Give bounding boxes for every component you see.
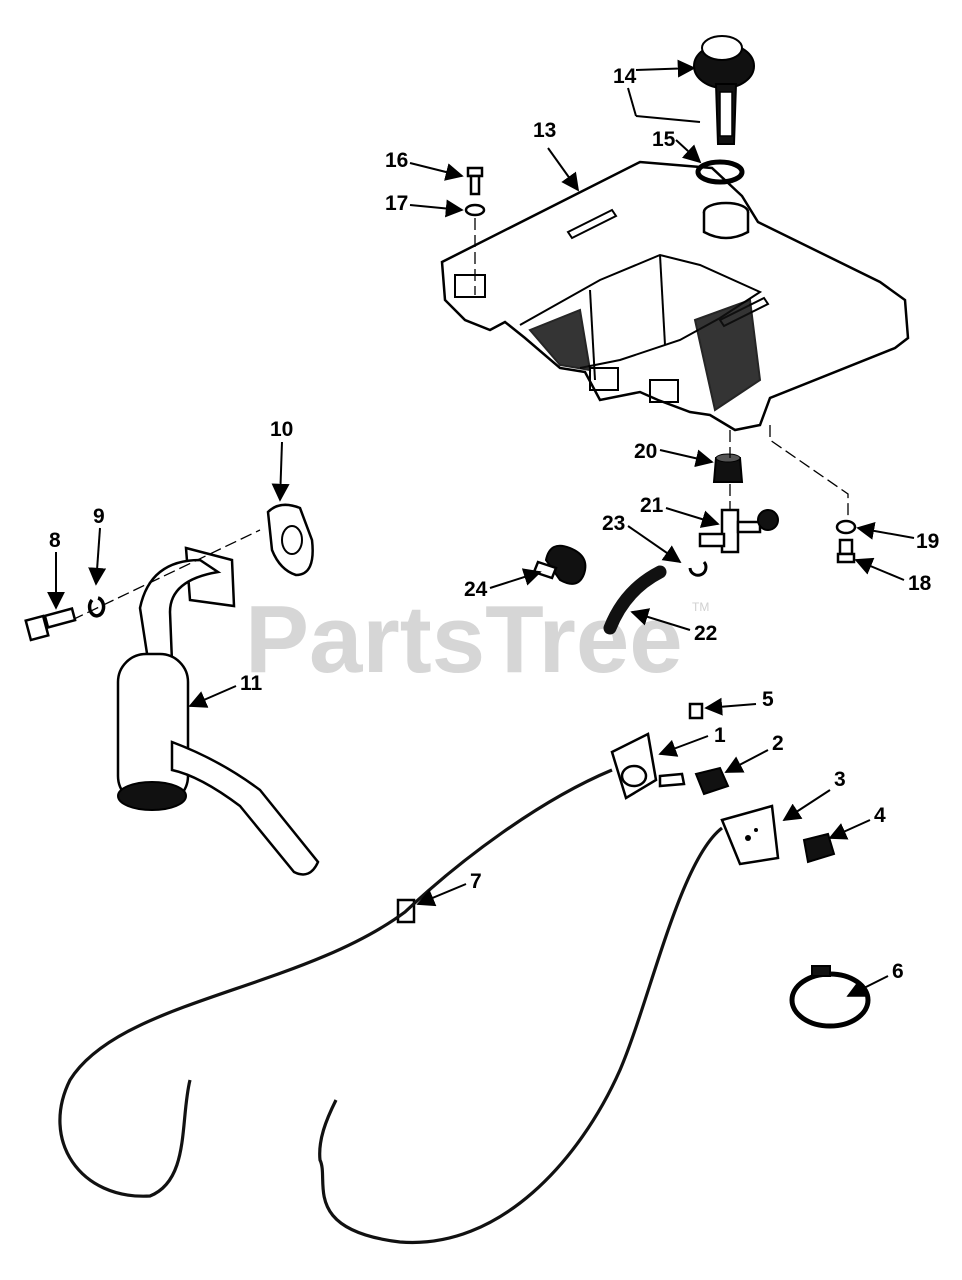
choke-cable <box>318 826 723 1245</box>
callout-5: 5 <box>762 688 774 711</box>
callout-24: 24 <box>464 578 488 601</box>
callout-17: 17 <box>385 192 408 215</box>
callout-15: 15 <box>652 128 676 151</box>
callout-1: 1 <box>714 724 726 747</box>
callout-18: 18 <box>908 572 932 595</box>
callout-4: 4 <box>874 804 886 827</box>
fuel-cap <box>693 35 755 145</box>
callout-labels: 14 15 13 16 17 10 9 8 11 20 21 23 24 22 … <box>49 65 939 983</box>
callout-19: 19 <box>916 530 939 553</box>
tank-washer <box>464 203 486 217</box>
callout-21: 21 <box>640 494 664 517</box>
callout-leaders <box>47 59 915 997</box>
watermark-trademark: TM <box>692 600 709 614</box>
callout-6: 6 <box>892 960 904 983</box>
washer-19 <box>835 519 857 535</box>
cap-gasket <box>695 159 745 185</box>
exhaust-gasket <box>266 503 314 577</box>
callout-10: 10 <box>270 418 293 441</box>
exhaust-bolt <box>24 607 77 642</box>
throttle-knob <box>694 766 730 796</box>
choke-knob <box>802 832 836 864</box>
callout-14: 14 <box>613 65 637 88</box>
callout-16: 16 <box>385 149 408 172</box>
callout-8: 8 <box>49 529 61 552</box>
throttle-cable <box>58 768 613 1198</box>
line-clip <box>532 544 587 585</box>
fuel-line <box>603 565 667 635</box>
callout-22: 22 <box>694 622 717 645</box>
shutoff-valve <box>698 508 779 554</box>
tank-bushing <box>712 453 744 483</box>
throttle-control <box>610 732 686 800</box>
callout-9: 9 <box>93 505 105 528</box>
screw-18 <box>836 538 856 564</box>
tank-bolt <box>466 166 484 196</box>
callout-3: 3 <box>834 768 846 791</box>
callout-13: 13 <box>533 119 556 142</box>
hose-clamp <box>688 561 708 577</box>
lock-washer <box>87 596 106 618</box>
control-nut <box>688 702 704 720</box>
callout-7: 7 <box>470 870 482 893</box>
watermark: PartsTree <box>245 586 683 693</box>
callout-2: 2 <box>772 732 784 755</box>
choke-control <box>720 804 780 866</box>
cable-clamp <box>789 965 871 1029</box>
callout-23: 23 <box>602 512 625 535</box>
fuel-tank <box>440 160 910 432</box>
callout-20: 20 <box>634 440 657 463</box>
callout-11: 11 <box>240 672 263 695</box>
muffler <box>116 546 320 876</box>
